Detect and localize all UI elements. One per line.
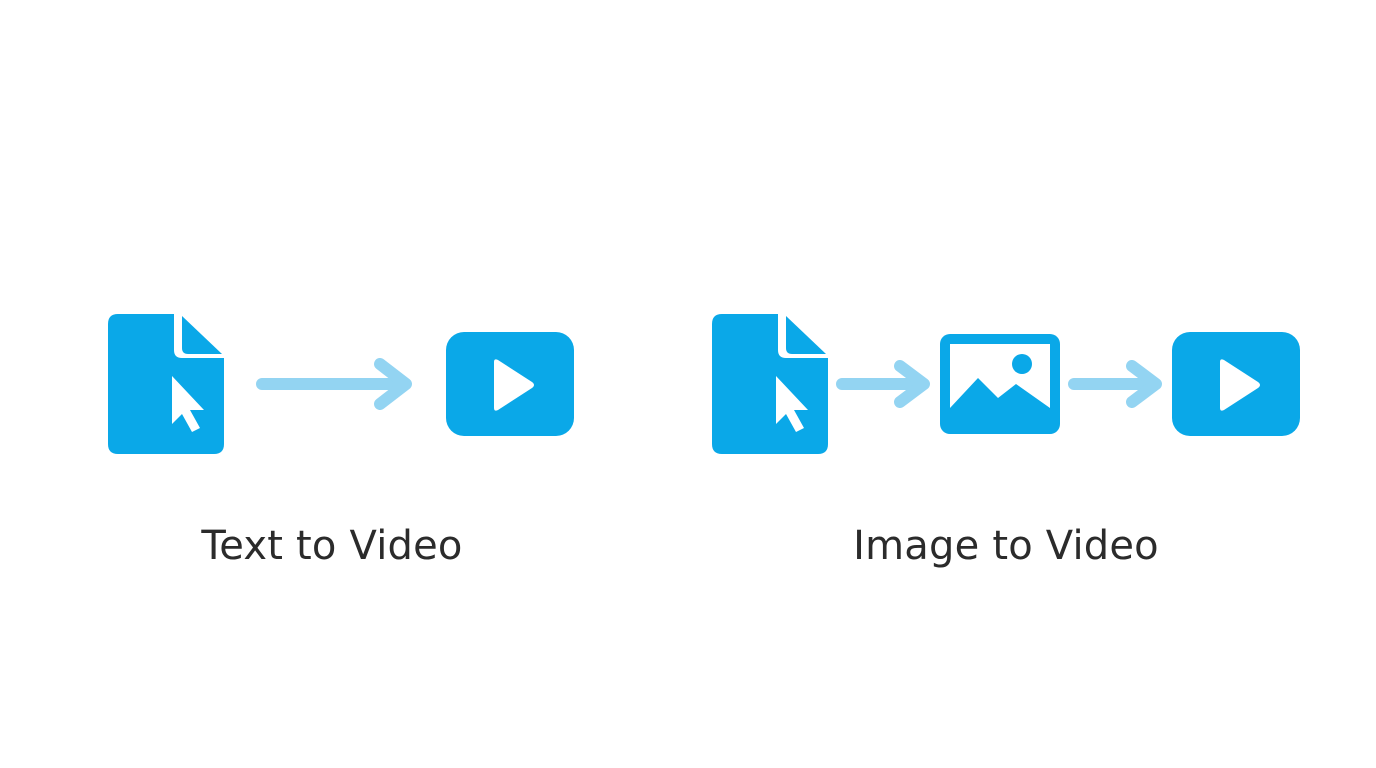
image-icon: [940, 334, 1060, 434]
text-to-video-caption: Text to Video: [201, 523, 463, 569]
arrow-right-icon: [836, 360, 932, 408]
arrow-right-icon: [256, 358, 416, 410]
image-to-video-caption: Image to Video: [853, 523, 1159, 569]
video-play-icon: [1172, 332, 1300, 436]
document-cursor-icon: [712, 314, 828, 454]
document-cursor-icon: [108, 314, 224, 454]
video-play-icon: [446, 332, 574, 436]
arrow-right-icon: [1068, 360, 1164, 408]
